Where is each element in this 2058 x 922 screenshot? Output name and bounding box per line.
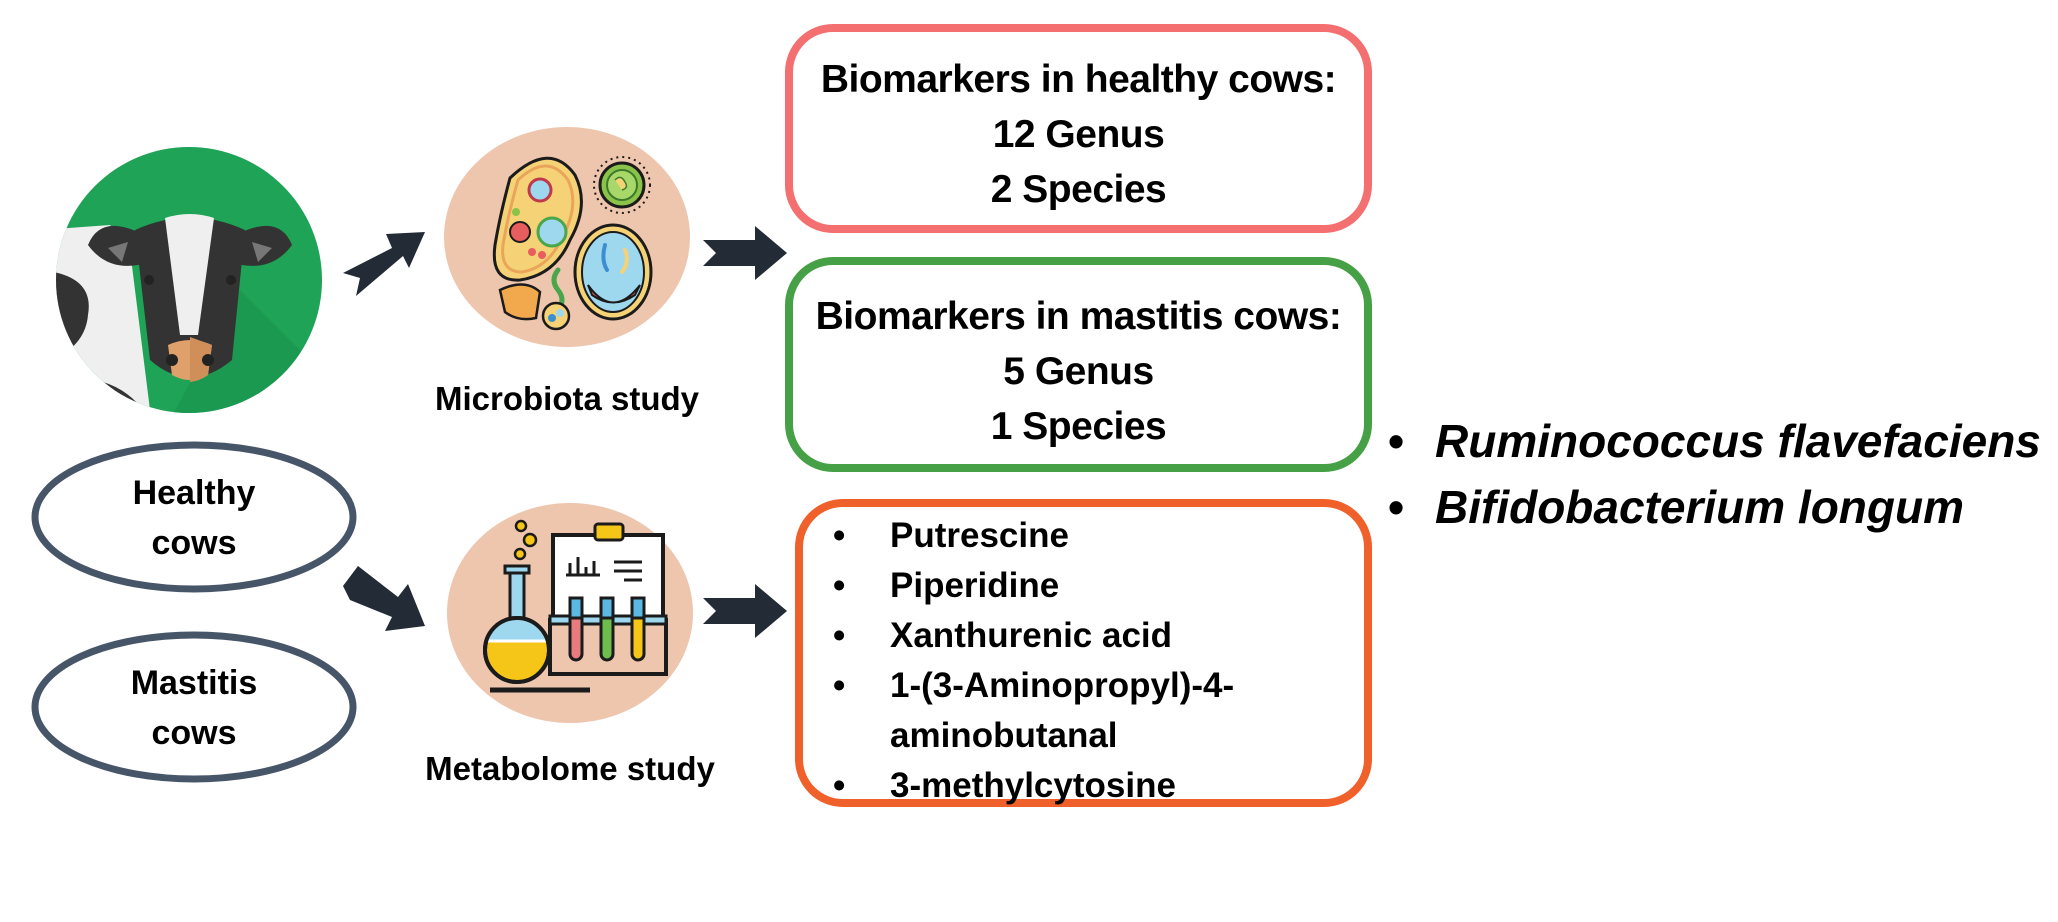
healthy-cows-label: Healthy cows [44, 468, 344, 568]
mastitis-genus-count: 5 Genus [1003, 350, 1154, 393]
arrow-cow-to-microbiota [343, 232, 425, 296]
bullet-icon: • [833, 516, 846, 555]
metabolome-study-label: Metabolome study [425, 750, 715, 787]
healthy-cows-line2: cows [151, 524, 237, 562]
mastitis-cows-line2: cows [151, 714, 237, 752]
microbiota-study-label: Microbiota study [434, 380, 700, 417]
arrow-samples-to-metabolome [343, 566, 425, 631]
healthy-cows-oval [31, 441, 357, 593]
healthy-cows-line1: Healthy [132, 474, 256, 512]
healthy-species-count: 2 Species [990, 168, 1167, 211]
metabolite-list: •Putrescine •Piperidine •Xanthurenic aci… [825, 511, 1330, 811]
bullet-icon: • [833, 766, 846, 805]
mastitis-cows-label: Mastitis cows [44, 658, 344, 758]
metabolite-item: •3-methylcytosine [825, 761, 1330, 811]
healthy-box-title: Biomarkers in healthy cows: [820, 58, 1337, 101]
cow-face-icon [56, 147, 322, 413]
metabolite-item: •Xanthurenic acid [825, 611, 1330, 661]
microbes-icon [444, 127, 690, 347]
mastitis-cows-line1: Mastitis [130, 664, 258, 702]
arrow-microbiota-to-results [703, 226, 787, 280]
mastitis-biomarkers-box: Biomarkers in mastitis cows: 5 Genus 1 S… [785, 257, 1372, 472]
species-item: •Bifidobacterium longum [1385, 474, 2041, 540]
species-list: •Ruminococcus flavefaciens •Bifidobacter… [1385, 408, 2041, 540]
metabolite-item: •Putrescine [825, 511, 1330, 561]
lab-flask-test-tubes-icon [447, 503, 693, 723]
bullet-icon: • [833, 616, 846, 655]
mastitis-species-count: 1 Species [990, 405, 1167, 448]
arrow-metabolome-to-results [703, 584, 787, 638]
bullet-icon: • [1388, 481, 1405, 533]
bullet-icon: • [833, 666, 846, 705]
metabolite-biomarkers-box: •Putrescine •Piperidine •Xanthurenic aci… [795, 499, 1372, 807]
bullet-icon: • [1388, 415, 1405, 467]
healthy-biomarkers-box: Biomarkers in healthy cows: 12 Genus 2 S… [785, 24, 1372, 233]
bullet-icon: • [833, 566, 846, 605]
healthy-genus-count: 12 Genus [992, 113, 1165, 156]
mastitis-cows-oval [31, 631, 357, 783]
metabolite-item: •Piperidine [825, 561, 1330, 611]
arrow-icon [343, 226, 787, 638]
species-item: •Ruminococcus flavefaciens [1385, 408, 2041, 474]
mastitis-box-title: Biomarkers in mastitis cows: [815, 295, 1342, 338]
metabolite-item: •1-(3-Aminopropyl)-4-aminobutanal [825, 661, 1330, 761]
